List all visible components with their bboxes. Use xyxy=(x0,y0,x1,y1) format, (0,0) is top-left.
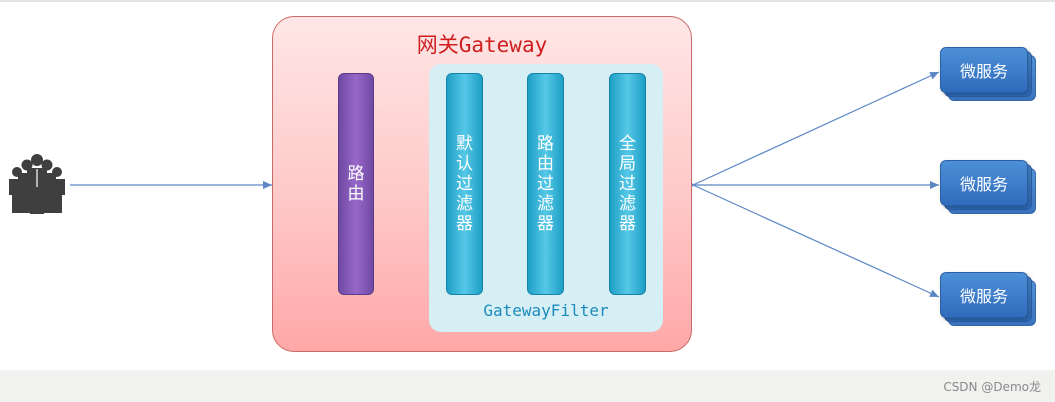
global-filter-node: 全局过滤器 xyxy=(609,73,646,295)
route-filter-node: 路由过滤器 xyxy=(527,73,564,295)
service-stack-top: 微服务 xyxy=(940,47,1028,93)
global-filter-label: 全局过滤器 xyxy=(619,134,636,234)
microservice-label: 微服务 xyxy=(959,287,1008,306)
route-label: 路由 xyxy=(347,164,365,204)
service-stack-top: 微服务 xyxy=(940,272,1028,318)
users-icon xyxy=(9,154,65,214)
microservice-label: 微服务 xyxy=(959,62,1008,81)
route-node: 路由 xyxy=(338,73,374,295)
microservice-node-1: 微服务 xyxy=(940,47,1036,101)
microservice-node-2: 微服务 xyxy=(940,160,1036,214)
watermark-text: CSDN @Demo龙 xyxy=(943,380,1041,394)
footer-bar: CSDN @Demo龙 xyxy=(0,370,1055,402)
gateway-title: 网关Gateway xyxy=(416,33,548,57)
gateway-filter-label: GatewayFilter xyxy=(483,301,609,320)
default-filter-label: 默认过滤器 xyxy=(456,134,473,234)
route-filter-label: 路由过滤器 xyxy=(537,134,554,234)
service-stack-top: 微服务 xyxy=(940,160,1028,206)
arrow-hub-to-service-1 xyxy=(692,71,940,186)
microservice-node-3: 微服务 xyxy=(940,272,1036,326)
default-filter-node: 默认过滤器 xyxy=(446,73,483,295)
microservice-label: 微服务 xyxy=(959,175,1008,194)
arrow-hub-to-service-3 xyxy=(692,184,940,298)
top-border xyxy=(0,0,1055,2)
